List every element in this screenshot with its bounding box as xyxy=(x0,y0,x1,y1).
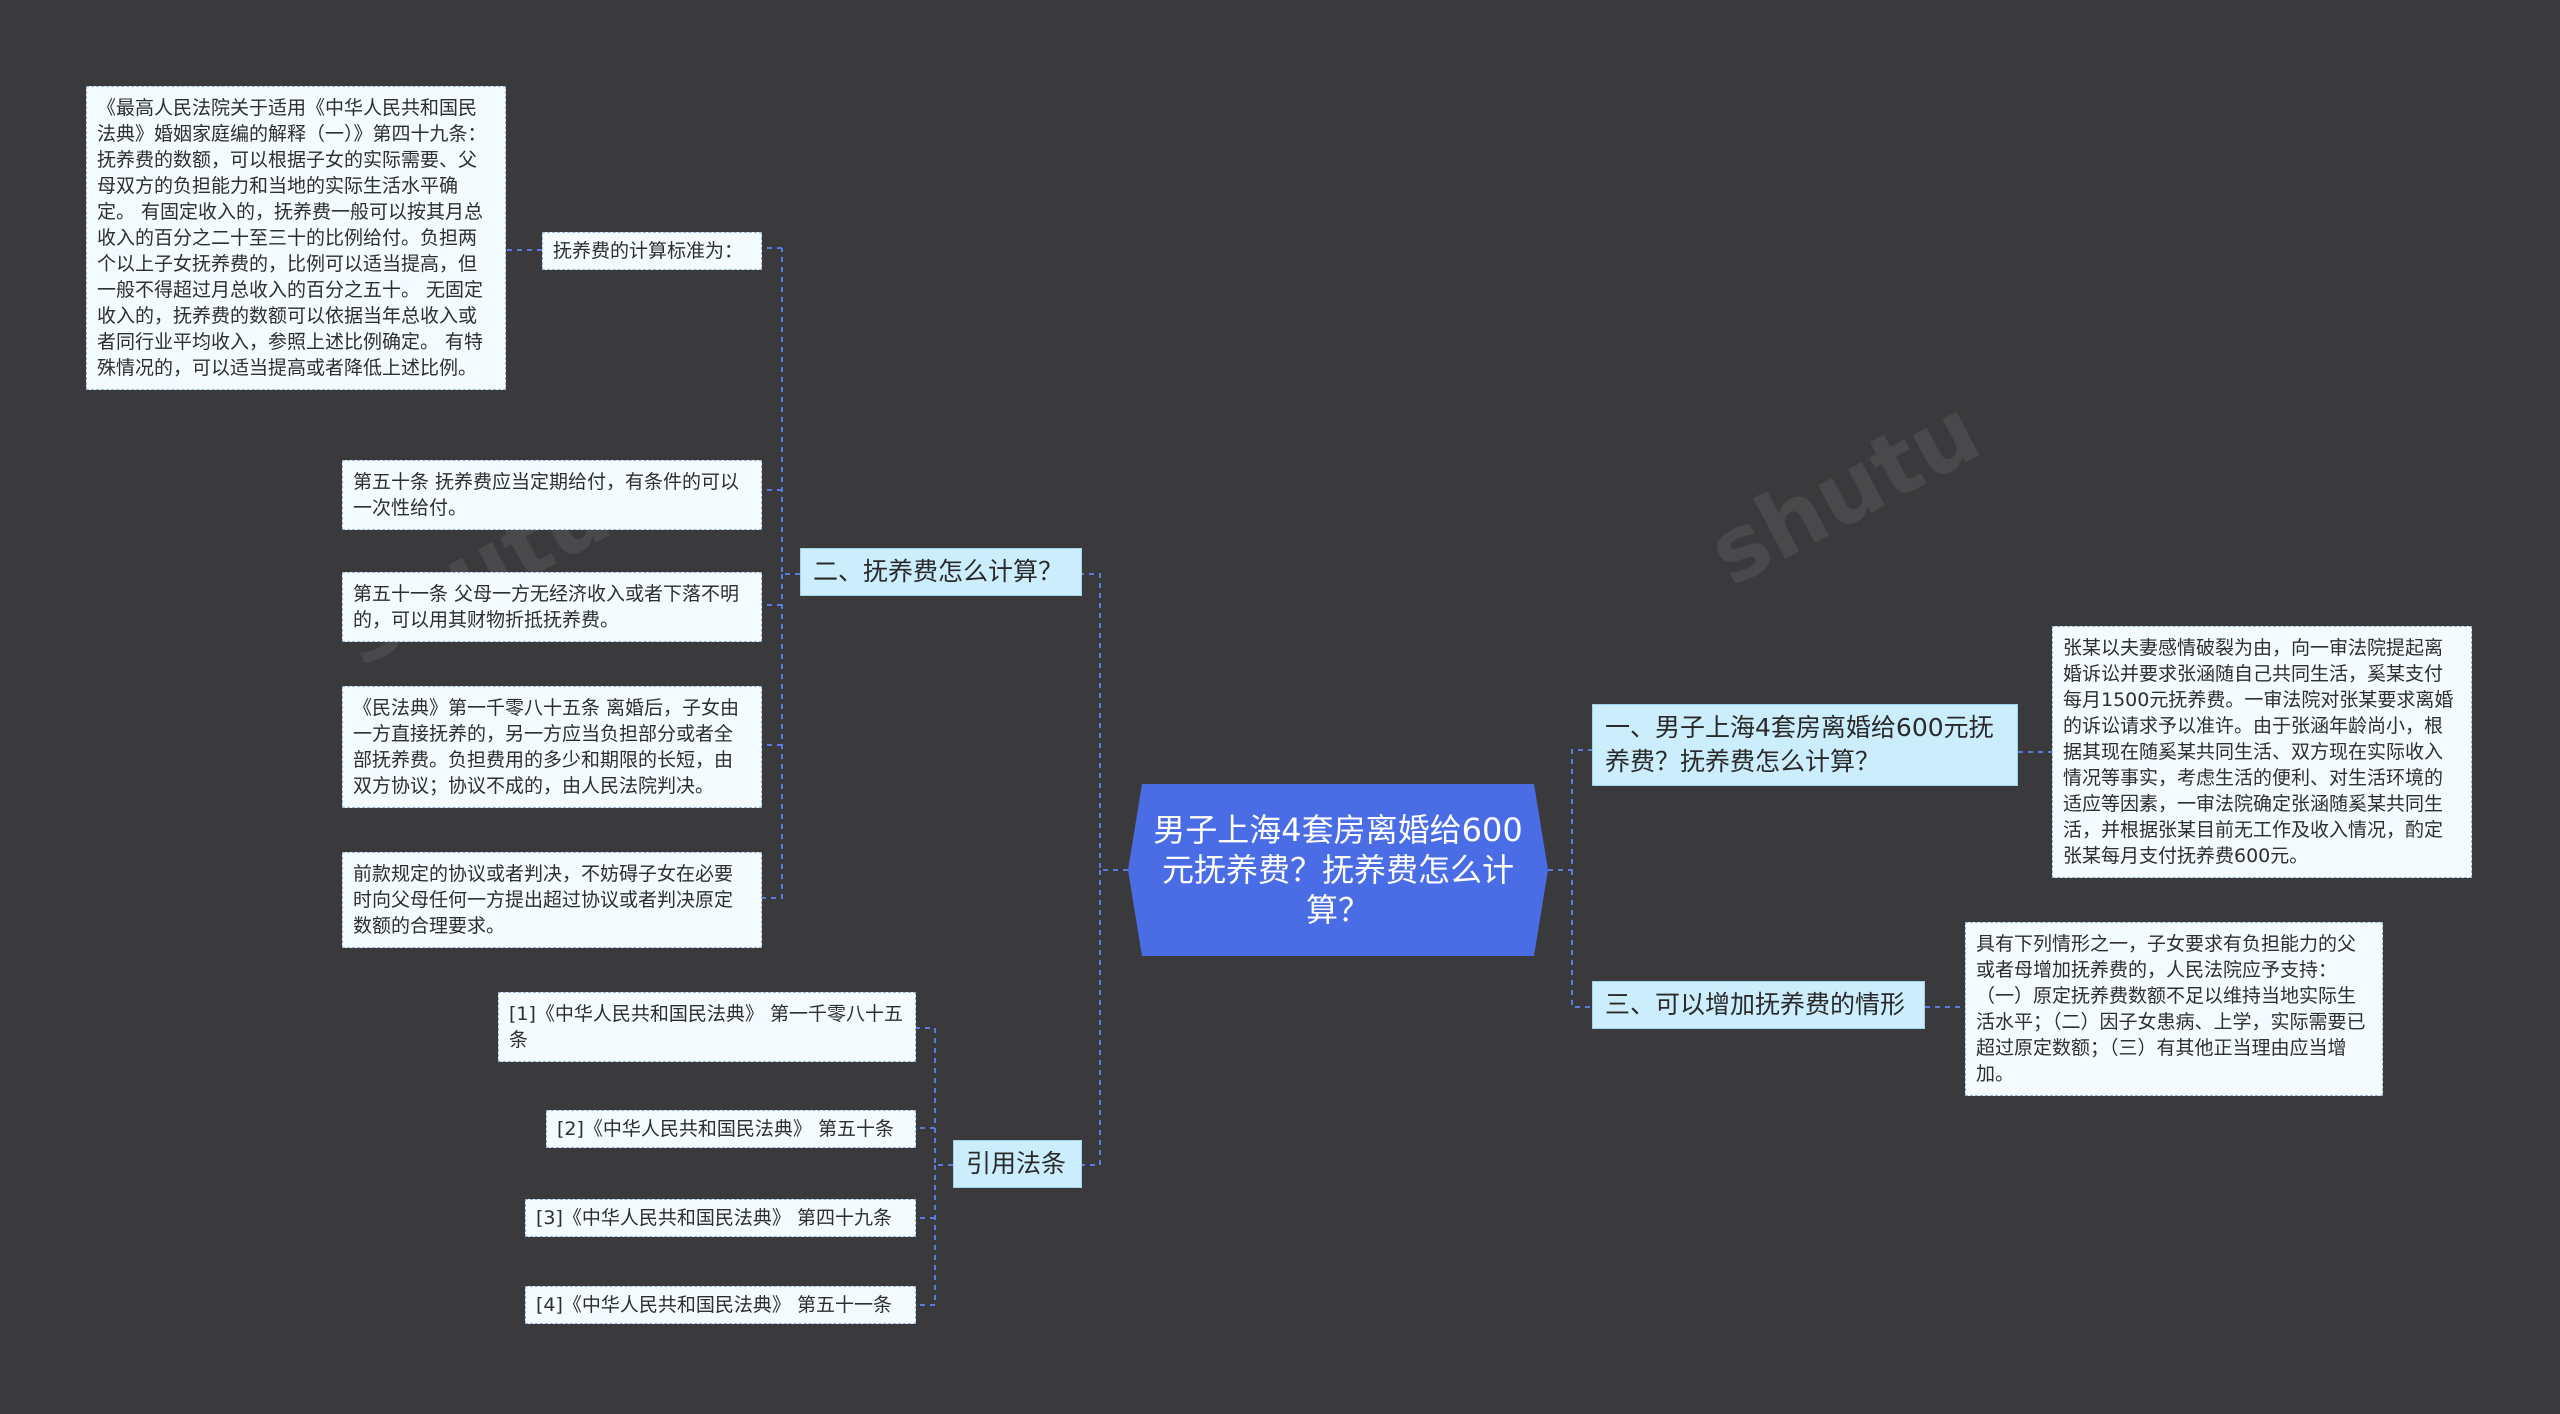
leaf-prev-agreement[interactable]: 前款规定的协议或者判决，不妨碍子女在必要时向父母任何一方提出超过协议或者判决原定… xyxy=(342,852,762,948)
branch-cited-laws[interactable]: 引用法条 xyxy=(953,1140,1082,1188)
root-topic[interactable]: 男子上海4套房离婚给600元抚养费？抚养费怎么计算？ xyxy=(1128,784,1548,956)
leaf-case-detail[interactable]: 张某以夫妻感情破裂为由，向一审法院提起离婚诉讼并要求张涵随自己共同生活，奚某支付… xyxy=(2052,626,2472,878)
branch-case[interactable]: 一、男子上海4套房离婚给600元抚养费？抚养费怎么计算？ xyxy=(1592,704,2018,786)
branch-increase[interactable]: 三、可以增加抚养费的情形 xyxy=(1592,981,1925,1029)
leaf-citation-2[interactable]: [2]《中华人民共和国民法典》 第五十条 xyxy=(546,1110,916,1148)
leaf-citation-4[interactable]: [4]《中华人民共和国民法典》 第五十一条 xyxy=(525,1286,916,1324)
leaf-increase-conditions[interactable]: 具有下列情形之一，子女要求有负担能力的父或者母增加抚养费的，人民法院应予支持：（… xyxy=(1965,922,2383,1096)
leaf-article-50[interactable]: 第五十条 抚养费应当定期给付，有条件的可以一次性给付。 xyxy=(342,460,762,530)
leaf-civil-code-1085[interactable]: 《民法典》第一千零八十五条 离婚后，子女由一方直接抚养的，另一方应当负担部分或者… xyxy=(342,686,762,808)
leaf-article-49[interactable]: 《最高人民法院关于适用《中华人民共和国民法典》婚姻家庭编的解释（一）》第四十九条… xyxy=(86,86,506,390)
leaf-calc-standard[interactable]: 抚养费的计算标准为： xyxy=(542,232,762,270)
leaf-citation-3[interactable]: [3]《中华人民共和国民法典》 第四十九条 xyxy=(525,1199,916,1237)
branch-calculate[interactable]: 二、抚养费怎么计算？ xyxy=(800,548,1082,596)
leaf-citation-1[interactable]: [1]《中华人民共和国民法典》 第一千零八十五条 xyxy=(498,992,916,1062)
leaf-article-51[interactable]: 第五十一条 父母一方无经济收入或者下落不明的，可以用其财物折抵抚养费。 xyxy=(342,572,762,642)
